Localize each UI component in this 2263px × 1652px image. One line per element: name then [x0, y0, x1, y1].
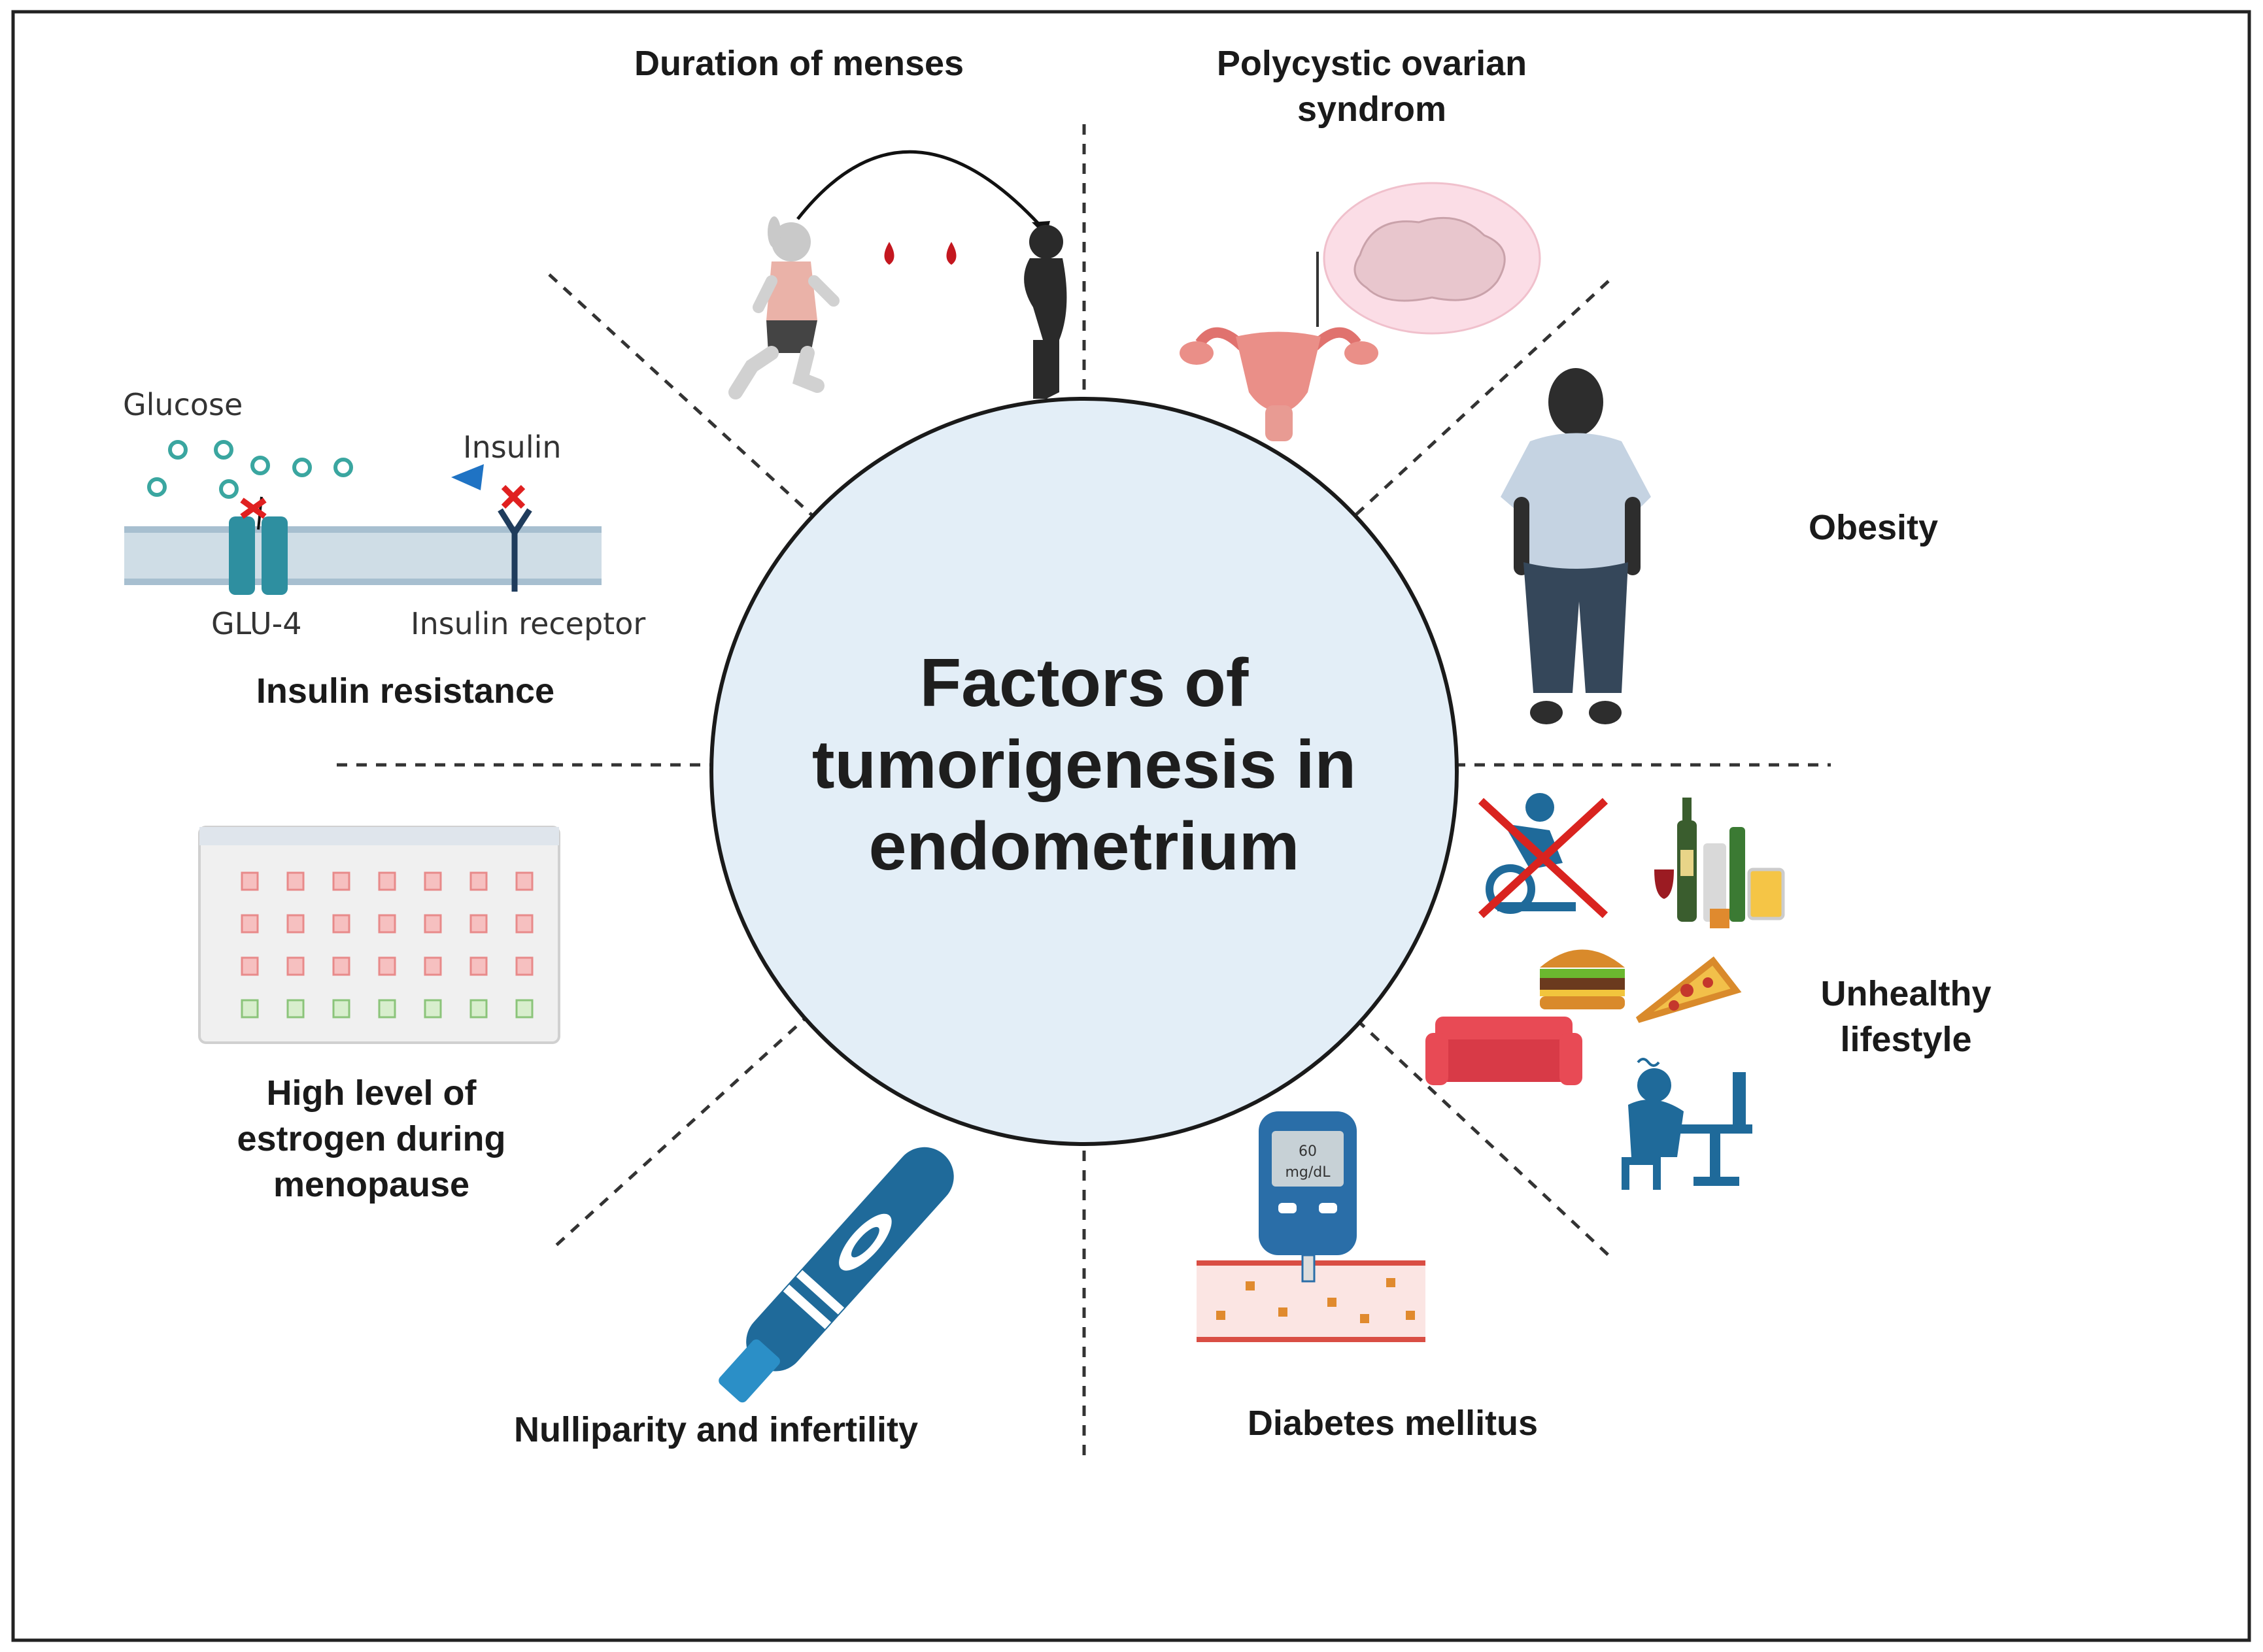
factor-pcos: Polycystic ovarian syndrom — [1180, 44, 1541, 441]
arrow-curve — [796, 150, 1047, 233]
label-estrogen-line-1: High level of — [266, 1073, 477, 1113]
label-unhealthy-line-2: lifestyle — [1840, 1020, 1971, 1059]
title-line-1: Factors of — [920, 645, 1249, 721]
block-x-icon — [240, 497, 267, 519]
divider-top-right — [1346, 280, 1610, 524]
divider-bottom-left — [551, 1012, 812, 1250]
label-pcos-line-2: syndrom — [1297, 90, 1446, 129]
desk-worker-icon — [1622, 1058, 1752, 1190]
glut4-transporter-icon — [229, 496, 288, 595]
cystic-ovary-icon — [1353, 216, 1506, 302]
label-duration-of-menses: Duration of menses — [634, 44, 964, 83]
girl-figure-icon — [728, 216, 840, 399]
insulin-receptor-icon — [498, 508, 532, 592]
outer-border — [11, 10, 2251, 1642]
glucometer-unit: mg/dL — [1285, 1164, 1331, 1181]
pizza-icon — [1635, 956, 1742, 1023]
no-exercise-icon — [1478, 793, 1608, 919]
blood-drop-icon — [946, 242, 957, 265]
couch-icon — [1425, 1017, 1582, 1085]
factor-duration-of-menses: Duration of menses — [634, 44, 1067, 399]
label-glu4: GLU-4 — [211, 606, 302, 641]
factor-unhealthy-lifestyle: Unhealthy lifestyle — [1425, 793, 1992, 1190]
label-estrogen-line-2: estrogen during — [237, 1119, 505, 1158]
label-glucose: Glucose — [123, 387, 243, 422]
factor-nulliparity: Nulliparity and infertility — [514, 1147, 954, 1449]
label-pcos-line-1: Polycystic ovarian — [1217, 44, 1527, 83]
divider-lines — [337, 124, 1831, 1458]
alcohol-icon — [1654, 798, 1785, 928]
older-woman-icon — [1024, 225, 1067, 399]
label-estrogen-line-3: menopause — [273, 1165, 469, 1204]
label-insulin-resistance: Insulin resistance — [256, 671, 554, 711]
label-insulin-receptor: Insulin receptor — [411, 606, 645, 641]
blood-drop-icon — [884, 242, 894, 265]
factor-estrogen: High level of estrogen during menopause — [198, 826, 560, 1204]
hormone-chart-icon — [198, 826, 560, 1044]
title-line-3: endometrium — [869, 809, 1300, 885]
uterus-icon — [1180, 327, 1378, 441]
label-obesity: Obesity — [1809, 508, 1938, 547]
title-line-2: tumorigenesis in — [812, 727, 1356, 803]
label-diabetes: Diabetes mellitus — [1248, 1404, 1538, 1443]
divider-top-left — [548, 273, 822, 524]
glucometer-icon: 60 mg/dL — [1259, 1111, 1357, 1283]
pregnancy-test-icon — [719, 1147, 954, 1403]
burger-icon — [1540, 949, 1625, 1009]
label-insulin: Insulin — [463, 430, 562, 465]
factor-insulin-resistance: Insulin resistance Glucose Insulin GLU-4… — [123, 387, 645, 711]
factor-diabetes: Diabetes mellitus 60 mg/dL — [1197, 1111, 1538, 1443]
label-nulliparity: Nulliparity and infertility — [514, 1410, 918, 1449]
glucose-molecules-icon — [147, 440, 353, 499]
obese-person-icon — [1501, 368, 1651, 724]
insulin-icon — [451, 464, 484, 490]
label-unhealthy-line-1: Unhealthy — [1820, 974, 1991, 1013]
block-x-icon — [501, 484, 526, 509]
center-circle-shape — [709, 397, 1459, 1146]
glucometer-reading: 60 — [1299, 1143, 1317, 1160]
factor-obesity: Obesity — [1501, 368, 1938, 724]
cell-membrane — [124, 526, 602, 585]
center-circle: Factors of tumorigenesis in endometrium — [709, 397, 1459, 1146]
